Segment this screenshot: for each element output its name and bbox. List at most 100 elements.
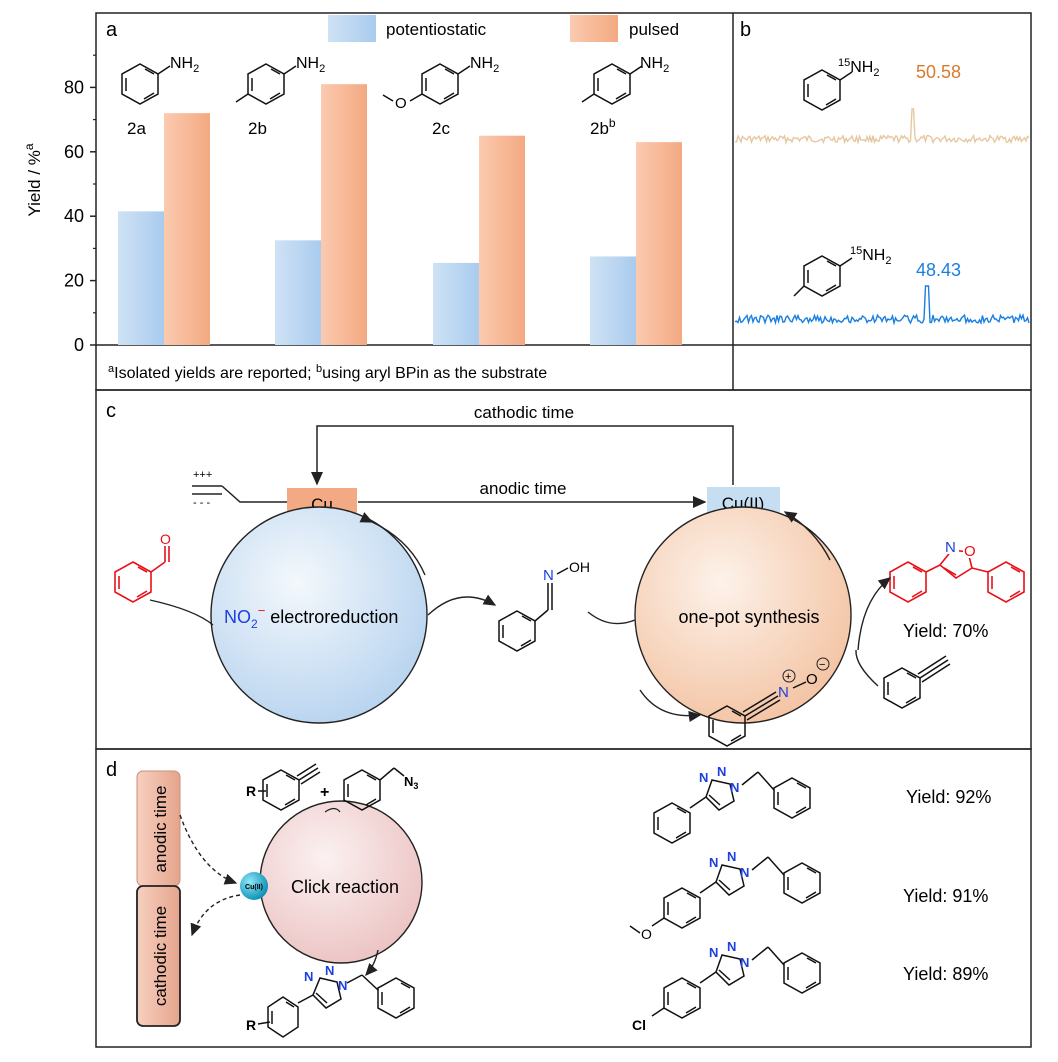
y-axis-label-sup: a	[22, 143, 36, 150]
y-tick-label-60: 60	[64, 142, 84, 162]
yield-89: Yield: 89%	[903, 964, 988, 984]
svg-text:N: N	[740, 865, 749, 880]
svg-text:−: −	[819, 659, 825, 671]
one-pot-circle	[634, 506, 852, 724]
nh2-15n-2: 15NH2	[850, 245, 891, 267]
click-reaction-label: Click reaction	[291, 877, 399, 897]
yield-92: Yield: 92%	[906, 787, 991, 807]
spectrum-1	[734, 108, 1030, 146]
svg-text:N: N	[717, 764, 726, 779]
oxime-n: N	[543, 567, 554, 584]
molecule-2a: NH2	[121, 55, 199, 105]
cu2-sphere-label: Cu(II)	[245, 884, 263, 891]
y-tick-label-80: 80	[64, 77, 84, 97]
cu-to-cathodic-arrow	[190, 894, 241, 937]
compound-label-2b: 2b	[248, 119, 267, 138]
yield-91: Yield: 91%	[903, 886, 988, 906]
cu2-sphere	[240, 872, 268, 900]
cathodic-time-label: cathodic time	[474, 403, 574, 422]
legend-swatch-potentiostatic	[328, 15, 376, 42]
svg-text:O: O	[641, 926, 652, 942]
reactant-arrow	[324, 807, 341, 813]
aryl-alkyne: R	[246, 763, 321, 811]
cathodic-time-bar	[136, 885, 181, 1027]
frame-panel-d	[95, 748, 1032, 1048]
product-arrow	[365, 949, 379, 977]
svg-text:N: N	[730, 780, 739, 795]
y-tick-label-0: 0	[74, 335, 84, 355]
nitrile-o: O	[806, 671, 818, 688]
cathodic-time-bar-label: cathodic time	[151, 906, 170, 1006]
molecule-2bb: NH2	[581, 55, 669, 105]
one-pot-label: one-pot synthesis	[678, 607, 819, 627]
electroreduction-label: NO2− electroreduction	[224, 603, 398, 631]
nh2-15n-1: 15NH2	[838, 57, 879, 79]
phenylacetylene	[883, 655, 951, 709]
panel-a-label: a	[106, 19, 118, 41]
bar-potentiostatic-2	[433, 262, 479, 345]
svg-text:N3: N3	[404, 774, 418, 791]
svg-text:R: R	[246, 1017, 256, 1033]
to-isoxazole-arrow	[857, 577, 892, 651]
svg-text:O: O	[160, 531, 171, 547]
svg-text:N: N	[709, 945, 718, 960]
chloro-label: Cl	[632, 1017, 646, 1033]
bar-potentiostatic-0	[118, 211, 164, 345]
y-axis-label: Yield / %a	[22, 143, 44, 216]
compound-label-2bb: 2bb	[590, 116, 616, 138]
bar-pulsed-1	[321, 84, 367, 346]
svg-text:R: R	[246, 783, 256, 799]
triazole-product-2: N N N O	[629, 849, 821, 942]
legend-swatch-pulsed	[570, 15, 618, 42]
svg-text:- - -: - - -	[193, 497, 210, 509]
svg-text:+++: +++	[193, 469, 212, 481]
triazole-generic: N N N R	[246, 963, 415, 1038]
compound-label-2c: 2c	[432, 119, 450, 138]
svg-text:N: N	[727, 849, 736, 864]
isoxazole-n: N	[945, 539, 956, 556]
bar-pulsed-0	[164, 113, 210, 345]
svg-text:N: N	[699, 770, 708, 785]
legend-label-potentiostatic: potentiostatic	[386, 20, 487, 39]
nh2-2a: NH2	[170, 55, 199, 75]
nitrile-oxide: N + O −	[708, 657, 830, 747]
molecule-2b: NH2	[235, 55, 325, 105]
anodic-time-label: anodic time	[480, 479, 567, 498]
footnote: aIsolated yields are reported; busing ar…	[108, 363, 547, 382]
electroreduction-cycle-arrow	[359, 512, 426, 576]
peak-value-2: 48.43	[916, 260, 961, 280]
nh2-2c: NH2	[470, 55, 499, 75]
compound-label-2a: 2a	[127, 119, 146, 138]
molecule-2c: O NH2	[382, 55, 499, 112]
one-pot-cycle-arrow	[783, 511, 831, 561]
bar-potentiostatic-3	[590, 256, 636, 345]
svg-text:N: N	[740, 955, 749, 970]
bar-area	[118, 84, 682, 346]
svg-text:N: N	[709, 855, 718, 870]
bar-pulsed-2	[479, 135, 525, 345]
peak-value-1: 50.58	[916, 62, 961, 82]
svg-text:N: N	[727, 939, 736, 954]
oxime-oh: OH	[569, 559, 590, 575]
benzyl-azide: N3	[343, 767, 418, 811]
benzaldehyde: O	[114, 531, 171, 603]
to-nitrile-arrow	[639, 689, 702, 722]
anodic-time-bar-label: anodic time	[151, 786, 170, 873]
benzaldehyde-arrow	[149, 599, 214, 626]
bar-potentiostatic-1	[275, 240, 321, 345]
frame-panel-ab	[95, 12, 1032, 391]
y-tick-label-40: 40	[64, 206, 84, 226]
nitrile-n: N	[778, 684, 789, 701]
panel-b-label: b	[740, 19, 751, 41]
svg-text:N: N	[304, 969, 313, 984]
alkyne-arrow	[855, 649, 879, 687]
bar-pulsed-3	[636, 142, 682, 345]
isoxazole-o: O	[964, 543, 976, 560]
spectrum-2	[734, 285, 1030, 326]
plus-sign: +	[320, 784, 329, 801]
molecule-15n-toluidine: 15NH2	[793, 245, 891, 297]
molecule-15n-aniline: 15NH2	[803, 57, 879, 111]
to-oxime-arrow	[427, 594, 497, 616]
